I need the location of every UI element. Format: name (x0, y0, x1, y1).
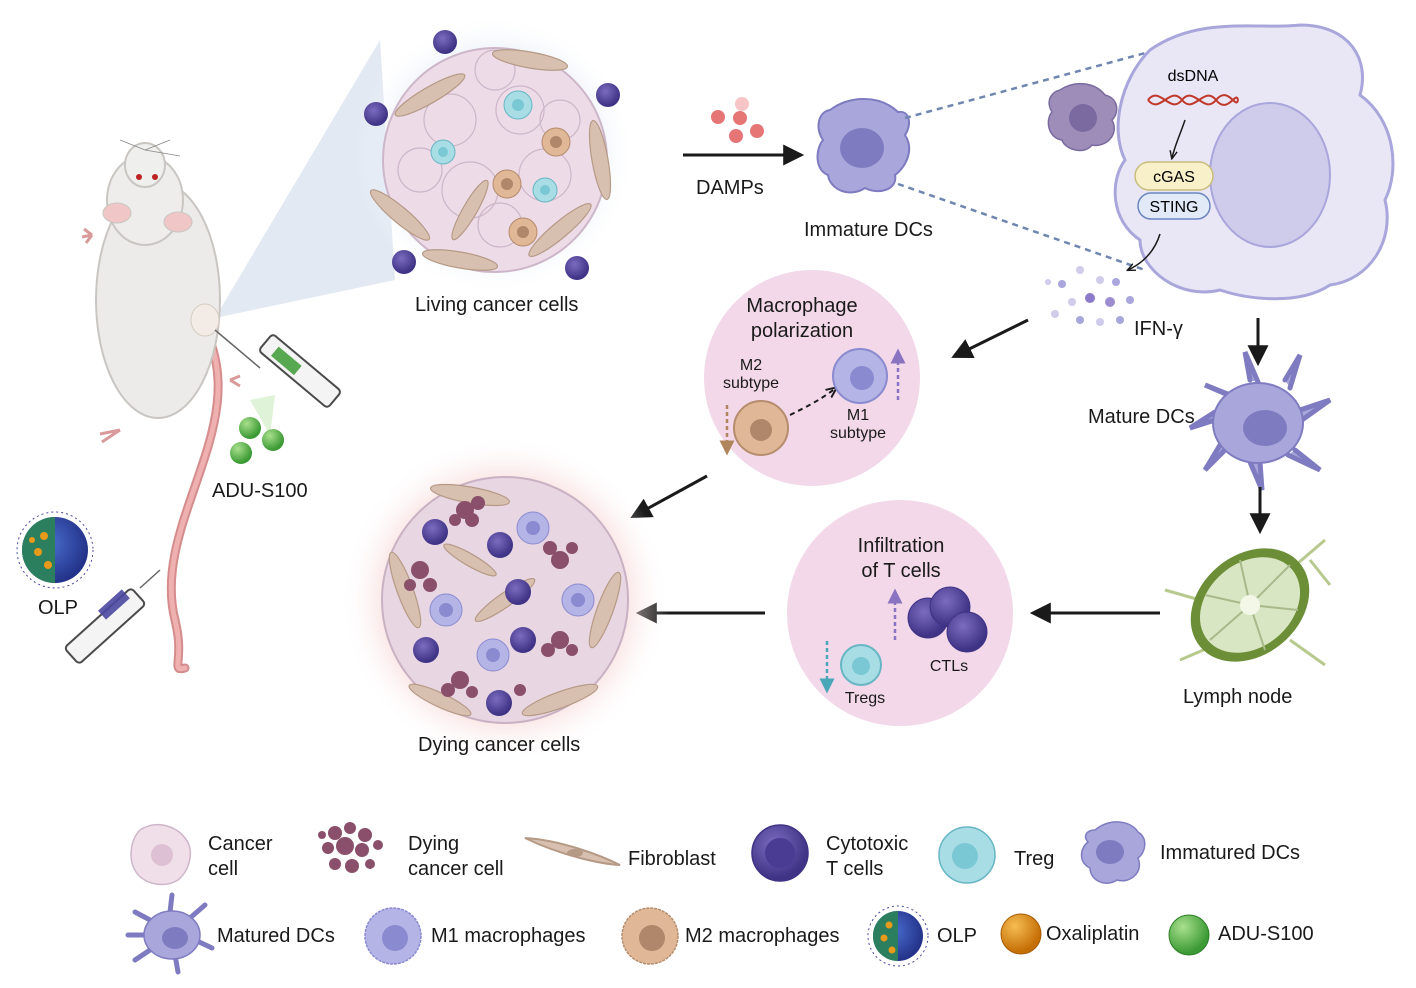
legend-dying-line2: cancer cell (408, 858, 504, 880)
legend-dying-cancer-cell-icon (318, 822, 383, 873)
sting-pill (1137, 192, 1211, 220)
m2-line2: subtype (722, 375, 780, 393)
activated-dc-small-icon (1047, 83, 1118, 152)
dsdna-label: dsDNA (1168, 68, 1219, 85)
macrophage-title-line2: polarization (750, 320, 854, 342)
legend-cancer-cell-icon (130, 823, 192, 886)
macrophage-polarization-panel (704, 270, 920, 486)
damps-label: DAMPs (696, 177, 764, 199)
legend-mature-dc-icon (125, 892, 215, 975)
legend-ctl-line1: Cytotoxic (826, 833, 909, 855)
lymph-node-illustration (1164, 538, 1332, 667)
tcell-title-line1: Infiltration (857, 535, 945, 557)
m1-line1: M1 (846, 407, 870, 424)
dsdna-helix-icon (1147, 94, 1239, 106)
m2-line1: M2 (739, 357, 763, 374)
m1-line2: subtype (829, 425, 887, 443)
tcell-panel-title: Infiltration of T cells (821, 534, 981, 584)
legend-icons (125, 821, 1210, 975)
dc-zoom-cell (1113, 23, 1395, 301)
mature-dcs-label: Mature DCs (1088, 406, 1195, 428)
adu-s100-label: ADU-S100 (212, 480, 308, 502)
legend-treg-icon (938, 826, 996, 884)
zoom-dashed-lines (897, 43, 1176, 272)
macrophage-title-line1: Macrophage (746, 295, 858, 317)
dying-cancer-cells-label: Dying cancer cells (418, 734, 581, 756)
syringe-olp-icon (64, 569, 161, 664)
legend-dying-line1: Dying (408, 833, 460, 855)
tcell-title-line2: of T cells (861, 560, 941, 582)
sting-label: STING (1150, 199, 1199, 216)
ctls-label: CTLs (929, 658, 969, 675)
legend-m2-macrophage-icon (621, 907, 679, 965)
legend-immature-dc-icon (1080, 821, 1146, 884)
legend-m1-macrophages-label: M1 macrophages (431, 925, 586, 947)
legend-ctl-line2: T cells (826, 858, 884, 880)
legend-oxaliplatin-label: Oxaliplatin (1046, 923, 1140, 945)
dying-cancer-cells-tumor (340, 435, 670, 765)
damps-particles (711, 97, 764, 143)
ifn-gamma-particles (1045, 266, 1134, 326)
legend-m2-macrophages-label: M2 macrophages (685, 925, 840, 947)
legend-olp-icon (867, 905, 929, 967)
legend-immature-dcs-label: Immatured DCs (1160, 842, 1301, 864)
syringe-adu-s100-icon (214, 329, 341, 464)
immature-dcs-label: Immature DCs (804, 219, 933, 241)
legend-cytotoxic-t-cell-icon (751, 824, 809, 882)
olp-label: OLP (38, 597, 79, 619)
m1-subtype-label: M1 subtype (823, 407, 893, 444)
ifn-to-macrophage-arrow (951, 318, 1029, 358)
mature-dc-cell (1188, 351, 1332, 491)
cgas-label: cGAS (1153, 169, 1195, 186)
legend-adu-s100-label: ADU-S100 (1218, 923, 1314, 945)
legend-fibroblast-label: Fibroblast (628, 848, 716, 870)
immature-dc-cell (816, 98, 911, 194)
legend-cytotoxic-t-cells-label: Cytotoxic T cells (826, 832, 908, 882)
cgas-pill (1134, 161, 1214, 191)
living-cancer-cells-label: Living cancer cells (415, 294, 579, 316)
legend-olp-label: OLP (937, 925, 978, 947)
legend-cancer-cell-label: Cancer cell (208, 832, 272, 882)
macrophage-panel-title: Macrophage polarization (722, 294, 882, 344)
living-cancer-cells-tumor (355, 15, 635, 295)
lymph-node-label: Lymph node (1183, 686, 1293, 708)
mouse-illustration (81, 40, 395, 674)
tregs-label: Tregs (844, 690, 886, 707)
legend-mature-dcs-label: Matured DCs (217, 925, 335, 947)
legend-oxaliplatin-icon (1000, 913, 1042, 955)
legend-treg-label: Treg (1014, 848, 1055, 870)
legend-cancer-line2: cell (208, 858, 239, 880)
m2-subtype-label: M2 subtype (716, 357, 786, 394)
legend-m1-macrophage-icon (364, 907, 422, 965)
legend-dying-cancer-cell-label: Dying cancer cell (408, 832, 504, 882)
legend-cancer-line1: Cancer (208, 833, 273, 855)
ifn-gamma-label: IFN-γ (1134, 318, 1183, 340)
olp-particle-icon (16, 511, 94, 589)
legend-adu-s100-icon (1168, 914, 1210, 956)
legend-fibroblast-icon (524, 837, 621, 866)
macrophage-to-dying-arrow (630, 474, 708, 519)
tcell-infiltration-panel (787, 500, 1013, 726)
